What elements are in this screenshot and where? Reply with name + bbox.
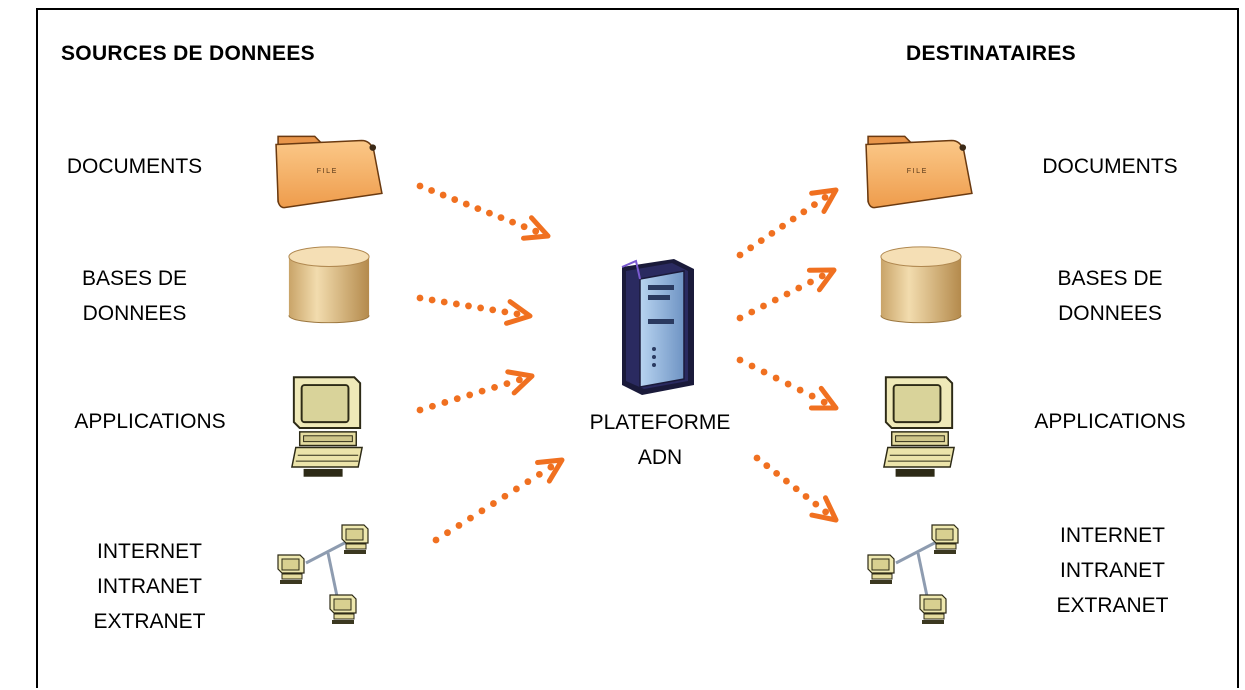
diagram-frame	[36, 8, 1239, 688]
folder-icon	[865, 135, 973, 209]
destinations-header: DESTINATAIRES	[906, 42, 1076, 65]
database-icon	[288, 246, 370, 324]
arrow-documents-in	[416, 182, 551, 241]
network-icon	[278, 525, 368, 624]
destination-label-documents: DOCUMENTS	[1042, 155, 1178, 178]
folder-icon	[275, 135, 383, 209]
arrow-databases-in	[416, 294, 533, 326]
sources-header: SOURCES DE DONNEES	[61, 42, 315, 65]
computer-icon	[290, 376, 364, 478]
computer-icon	[882, 376, 956, 478]
network-icon	[868, 525, 958, 624]
arrow-networks-out	[753, 454, 839, 523]
database-icon	[880, 246, 962, 324]
arrow-documents-out	[736, 187, 839, 259]
source-label-applications: APPLICATIONS	[74, 410, 226, 433]
destination-label-applications: APPLICATIONS	[1034, 410, 1186, 433]
arrow-networks-in	[432, 457, 565, 544]
server-icon	[620, 257, 696, 397]
arrow-applications-out	[736, 356, 839, 411]
arrow-applications-in	[416, 369, 535, 414]
source-label-documents: DOCUMENTS	[66, 155, 203, 178]
arrow-databases-out	[736, 267, 837, 322]
